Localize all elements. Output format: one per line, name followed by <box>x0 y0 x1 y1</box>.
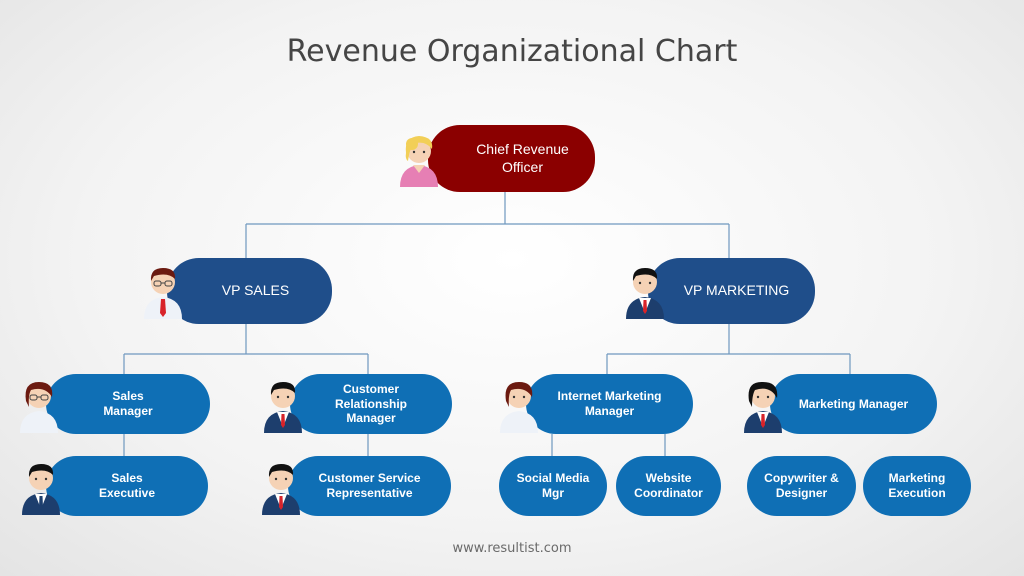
page-title: Revenue Organizational Chart <box>286 34 738 69</box>
marketing-manager-label: Marketing Manager <box>798 396 909 411</box>
sales-executive-label: Sales Executive <box>98 471 156 500</box>
website-coordinator-label: Website Coordinator <box>634 471 703 500</box>
connector-manager-staff <box>123 434 666 456</box>
social-media-mgr-label: Social Media Mgr <box>516 471 590 500</box>
connector-vp-marketing-managers <box>606 324 851 374</box>
vp-sales-label: VP SALES <box>221 282 290 299</box>
chief-revenue-officer-label: Chief Revenue Officer <box>476 141 569 175</box>
vp-sales-node[interactable]: VP SALES <box>167 258 332 324</box>
footer-url: www.resultist.com <box>452 541 572 556</box>
woman-suit-icon <box>744 381 782 433</box>
marketing-execution-node[interactable]: Marketing Execution <box>863 456 971 516</box>
woman-glasses-icon <box>20 382 58 433</box>
connector-vp-sales-managers <box>123 324 369 374</box>
sales-manager-label: Sales Manager <box>103 389 153 418</box>
connector-cro-vps <box>245 192 730 258</box>
customer-service-representative-label: Customer Service Representative <box>318 471 421 500</box>
marketing-execution-label: Marketing Execution <box>888 471 946 500</box>
copywriter-designer-node[interactable]: Copywriter & Designer <box>747 456 856 516</box>
vp-marketing-label: VP MARKETING <box>683 282 790 299</box>
customer-service-representative-node[interactable]: Customer Service Representative <box>288 456 451 516</box>
woman-icon <box>500 382 538 433</box>
man-suit-red-tie-icon <box>264 382 302 433</box>
man-suit-red-tie-icon <box>262 464 300 515</box>
internet-marketing-manager-label: Internet Marketing Manager <box>557 389 662 418</box>
marketing-manager-node[interactable]: Marketing Manager <box>770 374 937 434</box>
website-coordinator-node[interactable]: Website Coordinator <box>616 456 721 516</box>
customer-relationship-manager-node[interactable]: Customer Relationship Manager <box>290 374 452 434</box>
vp-marketing-node[interactable]: VP MARKETING <box>648 258 815 324</box>
chief-revenue-officer-node[interactable]: Chief Revenue Officer <box>428 125 595 192</box>
customer-relationship-manager-label: Customer Relationship Manager <box>334 382 407 426</box>
woman-blonde-pink-icon <box>400 136 438 187</box>
copywriter-designer-label: Copywriter & Designer <box>764 471 839 500</box>
sales-manager-node[interactable]: Sales Manager <box>46 374 210 434</box>
man-suit-icon <box>22 464 60 515</box>
sales-executive-node[interactable]: Sales Executive <box>46 456 208 516</box>
internet-marketing-manager-node[interactable]: Internet Marketing Manager <box>526 374 693 434</box>
man-glasses-red-tie-icon <box>144 268 182 319</box>
man-suit-red-tie-icon <box>626 268 664 319</box>
social-media-mgr-node[interactable]: Social Media Mgr <box>499 456 607 516</box>
